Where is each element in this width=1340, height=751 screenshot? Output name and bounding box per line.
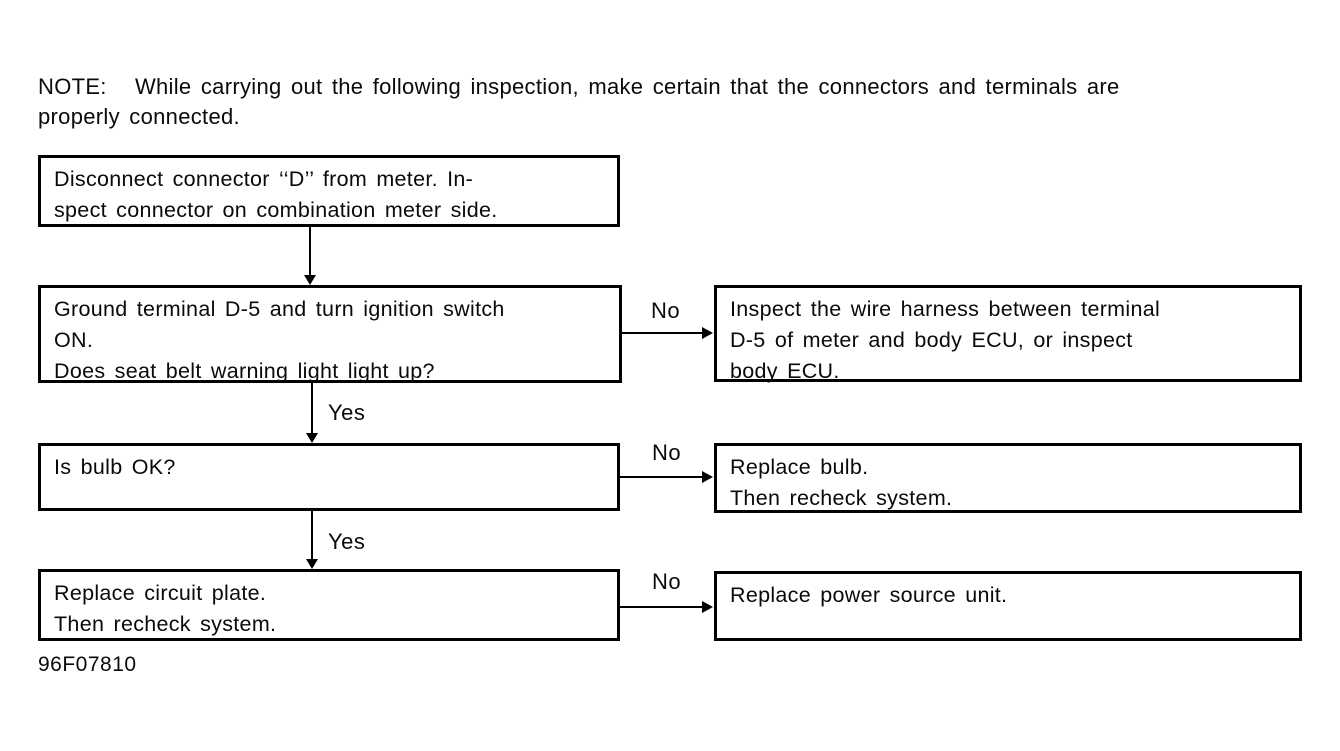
connector-line-a-to-b [309,227,311,277]
flowchart-box-replace-bulb: Replace bulb. Then recheck system. [714,443,1302,513]
edge-label-no-1: No [651,298,681,323]
box-text: Inspect the wire harness between termina… [730,297,1161,383]
box-text: Replace circuit plate. Then recheck syst… [54,581,277,636]
arrow-down-icon [306,559,318,569]
connector-line-f-to-g [620,606,704,608]
flowchart-box-is-bulb-ok: Is bulb OK? [38,443,620,511]
arrow-right-icon [702,327,713,339]
flowchart-box-ground-terminal: Ground terminal D-5 and turn ignition sw… [38,285,622,383]
connector-line-d-to-e [620,476,704,478]
edge-label-yes-1: Yes [328,400,366,425]
arrow-right-icon [702,471,713,483]
arrow-down-icon [304,275,316,285]
arrow-down-icon [306,433,318,443]
connector-line-b-to-c [622,332,704,334]
edge-label-no-2: No [652,440,682,465]
box-text: Is bulb OK? [54,455,176,479]
flowchart-box-replace-power-source-unit: Replace power source unit. [714,571,1302,641]
box-text: Disconnect connector ‘‘D’’ from meter. I… [54,167,498,222]
flowchart-box-replace-circuit-plate: Replace circuit plate. Then recheck syst… [38,569,620,641]
edge-label-no-3: No [652,569,682,594]
flowchart-box-inspect-wire-harness: Inspect the wire harness between termina… [714,285,1302,383]
note-text: NOTE: While carrying out the following i… [38,74,1120,129]
box-text: Replace power source unit. [730,583,1008,607]
connector-line-b-to-d [311,383,313,435]
edge-label-yes-2: Yes [328,529,366,554]
figure-code: 96F07810 [38,653,137,676]
connector-line-d-to-f [311,511,313,561]
flowchart-box-disconnect-connector: Disconnect connector ‘‘D’’ from meter. I… [38,155,620,227]
box-text: Ground terminal D-5 and turn ignition sw… [54,297,505,383]
arrow-right-icon [702,601,713,613]
box-text: Replace bulb. Then recheck system. [730,455,953,510]
